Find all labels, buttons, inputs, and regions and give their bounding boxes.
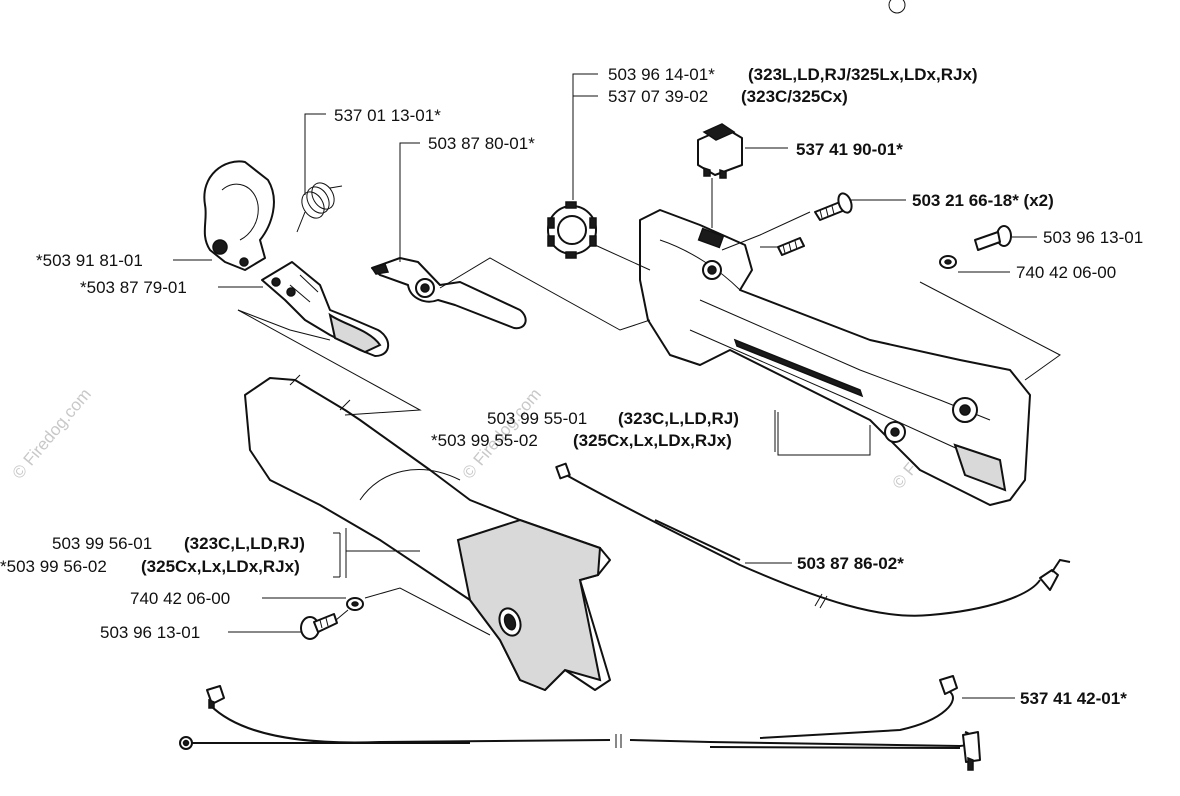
copyright-mark-icon bbox=[888, 0, 906, 14]
callout-handle-half-2-models: (325Cx,Lx,LDx,RJx) bbox=[573, 431, 732, 450]
throttle-cable-part bbox=[555, 462, 1071, 617]
screw-top-part bbox=[814, 192, 853, 221]
callout-cover-2: *503 99 56-02 bbox=[0, 557, 107, 576]
callout-wire-harness: 537 41 42-01* bbox=[1020, 689, 1127, 708]
callout-cover-1-models: (323C,L,LD,RJ) bbox=[184, 534, 305, 553]
callout-handle-half-1-models: (323C,L,LD,RJ) bbox=[618, 409, 739, 428]
watermark: © Firedog.com bbox=[9, 385, 95, 483]
callout-clamp: *503 91 81-01 bbox=[36, 251, 143, 270]
spring-part bbox=[296, 182, 343, 233]
leader-lines bbox=[173, 73, 1061, 699]
callout-washer-right: 740 42 06-00 bbox=[1016, 263, 1116, 282]
callout-housing-upper-2: 537 07 39-02 bbox=[608, 87, 708, 106]
callout-screw-right: 503 96 13-01 bbox=[1043, 228, 1143, 247]
callout-stop-switch: 537 41 90-01* bbox=[796, 140, 903, 159]
callout-housing-upper-2-models: (323C/325Cx) bbox=[741, 87, 848, 106]
stop-switch-part bbox=[697, 123, 743, 179]
callout-handle-half-2: *503 99 55-02 bbox=[431, 431, 538, 450]
washer-right-part bbox=[939, 255, 957, 269]
callout-housing-upper-1-models: (323L,LD,RJ/325Lx,LDx,RJx) bbox=[748, 65, 978, 84]
callout-lockout: *503 87 79-01 bbox=[80, 278, 187, 297]
callout-throttle-trigger: 503 87 80-01* bbox=[428, 134, 535, 153]
clamp-part bbox=[203, 160, 275, 271]
callout-screw-left: 503 96 13-01 bbox=[100, 623, 200, 642]
callout-housing-upper-1: 503 96 14-01* bbox=[608, 65, 715, 84]
handle-housing-part bbox=[639, 209, 1031, 506]
callout-cover-2-models: (325Cx,Lx,LDx,RJx) bbox=[141, 557, 300, 576]
callout-washer-left: 740 42 06-00 bbox=[130, 589, 230, 608]
callout-screw-top: 503 21 66-18* (x2) bbox=[912, 191, 1054, 210]
callout-cover-1: 503 99 56-01 bbox=[52, 534, 152, 553]
housing-ring-part bbox=[547, 201, 597, 259]
screw-right-part bbox=[777, 225, 1012, 256]
wire-harness-part bbox=[179, 675, 981, 771]
washer-left-part bbox=[346, 597, 364, 611]
model-brackets bbox=[333, 410, 776, 578]
throttle-trigger-part bbox=[370, 257, 527, 330]
lockout-lever-part bbox=[261, 261, 390, 357]
screw-left-part bbox=[300, 613, 338, 640]
callout-spring: 537 01 13-01* bbox=[334, 106, 441, 125]
handle-cover-part bbox=[244, 374, 611, 692]
callout-handle-half-1: 503 99 55-01 bbox=[487, 409, 587, 428]
callout-throttle-cable: 503 87 86-02* bbox=[797, 554, 904, 573]
